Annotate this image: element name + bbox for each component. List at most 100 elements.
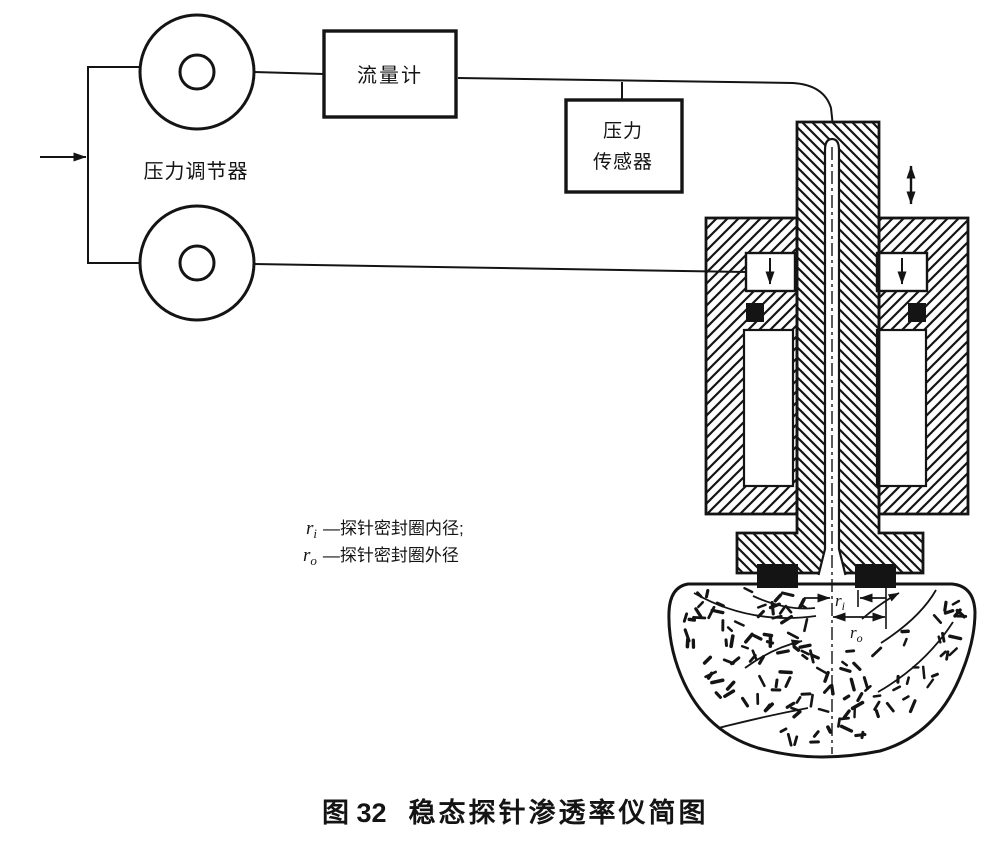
speckle bbox=[748, 654, 757, 663]
speckle bbox=[902, 695, 910, 701]
speckle bbox=[697, 600, 705, 609]
pipe-valve-to-flowmeter bbox=[253, 71, 325, 75]
speckle bbox=[902, 637, 908, 647]
pressure-sensor-box bbox=[564, 98, 684, 194]
sample-texture bbox=[682, 587, 968, 747]
speckle bbox=[842, 709, 851, 719]
speckle bbox=[704, 670, 718, 679]
speckle bbox=[710, 608, 725, 615]
speckle bbox=[765, 640, 775, 645]
speckle bbox=[817, 707, 830, 713]
regulator-valve-bottom-core-icon bbox=[178, 244, 216, 282]
speckle bbox=[780, 591, 795, 597]
speckle bbox=[740, 696, 750, 708]
speckle bbox=[874, 709, 880, 719]
speckle bbox=[744, 632, 754, 644]
speckle bbox=[729, 634, 735, 649]
flow-meter-box bbox=[322, 29, 458, 119]
speckle bbox=[908, 699, 917, 714]
speckle bbox=[945, 650, 950, 661]
piston-seal-left-icon bbox=[746, 303, 764, 322]
speckle bbox=[885, 701, 895, 713]
speckle bbox=[770, 601, 775, 616]
dim-label-ro: ro bbox=[850, 623, 863, 645]
speckle bbox=[795, 695, 802, 704]
flow-streamline bbox=[880, 589, 937, 644]
dimension-ri bbox=[804, 590, 886, 607]
legend-line-2: ro—探针密封圈外径 bbox=[303, 545, 459, 568]
speckle bbox=[809, 649, 815, 664]
pressure-sensor-label-line1: 压力 bbox=[603, 120, 643, 142]
figure-caption: 图 32 稳态探针渗透率仪简图 bbox=[322, 797, 709, 828]
speckle bbox=[775, 649, 790, 655]
speckle bbox=[849, 677, 856, 692]
speckle bbox=[702, 655, 713, 665]
speckle bbox=[725, 680, 736, 691]
dimension-ro bbox=[832, 587, 887, 629]
speckle bbox=[762, 632, 774, 638]
speckle bbox=[743, 587, 754, 594]
speckle bbox=[852, 661, 862, 672]
speckle bbox=[926, 678, 935, 689]
flow-streamline bbox=[877, 621, 954, 693]
speckle bbox=[839, 666, 852, 673]
speckle bbox=[778, 605, 787, 615]
legend-line-1: ri—探针密封圈内径; bbox=[306, 518, 464, 541]
speckle bbox=[793, 735, 799, 746]
speckle bbox=[758, 674, 766, 688]
flow-meter-label: 流量计 bbox=[357, 64, 423, 87]
probe-housing bbox=[704, 216, 970, 516]
speckle bbox=[839, 716, 850, 721]
speckle bbox=[812, 730, 820, 738]
rock-sample bbox=[667, 582, 977, 759]
speckle bbox=[862, 676, 870, 690]
speckle bbox=[710, 678, 725, 685]
speckle bbox=[921, 665, 926, 680]
pressure-regulator-label: 压力调节器 bbox=[144, 160, 249, 183]
speckle bbox=[756, 603, 767, 609]
probe-oring-seal-left-icon bbox=[757, 564, 798, 588]
gas-flow-arrow-left bbox=[744, 639, 803, 669]
gas-piping bbox=[40, 66, 834, 273]
pressure-sensor-label-line2: 传感器 bbox=[593, 151, 653, 173]
speckle bbox=[860, 730, 865, 740]
figure-title: 稳态探针渗透率仪简图 bbox=[409, 797, 709, 828]
speckle bbox=[905, 676, 911, 686]
speckle bbox=[810, 653, 820, 660]
speckle bbox=[892, 685, 902, 692]
pressure-regulator bbox=[138, 13, 256, 322]
speckle bbox=[773, 593, 783, 603]
figure-number: 图 32 bbox=[322, 798, 387, 828]
speckle bbox=[826, 725, 833, 734]
speckle bbox=[939, 650, 947, 658]
piston-seal-right-icon bbox=[908, 303, 926, 322]
speckle bbox=[932, 614, 943, 624]
speckle bbox=[785, 701, 796, 709]
speckle bbox=[841, 660, 849, 667]
speckle bbox=[779, 727, 788, 733]
speckle bbox=[723, 689, 736, 698]
speckle bbox=[792, 710, 802, 719]
speckle bbox=[930, 672, 939, 678]
speckle bbox=[714, 691, 723, 699]
speckle bbox=[842, 694, 851, 701]
speckle bbox=[724, 638, 728, 647]
speckle bbox=[792, 645, 801, 652]
speckle bbox=[845, 649, 856, 653]
speckle bbox=[837, 717, 841, 728]
speckle bbox=[757, 655, 766, 665]
speckle bbox=[951, 599, 961, 606]
speckle bbox=[692, 616, 707, 620]
speckle bbox=[948, 647, 958, 657]
speckle bbox=[943, 609, 955, 615]
speckle bbox=[823, 684, 832, 694]
probe-oring-seal-right-icon bbox=[855, 564, 896, 588]
speckle bbox=[763, 702, 775, 713]
speckle bbox=[778, 670, 793, 675]
speckle bbox=[943, 600, 948, 613]
speckle bbox=[683, 628, 691, 643]
flow-streamlines bbox=[691, 589, 954, 736]
speckle bbox=[784, 676, 792, 688]
